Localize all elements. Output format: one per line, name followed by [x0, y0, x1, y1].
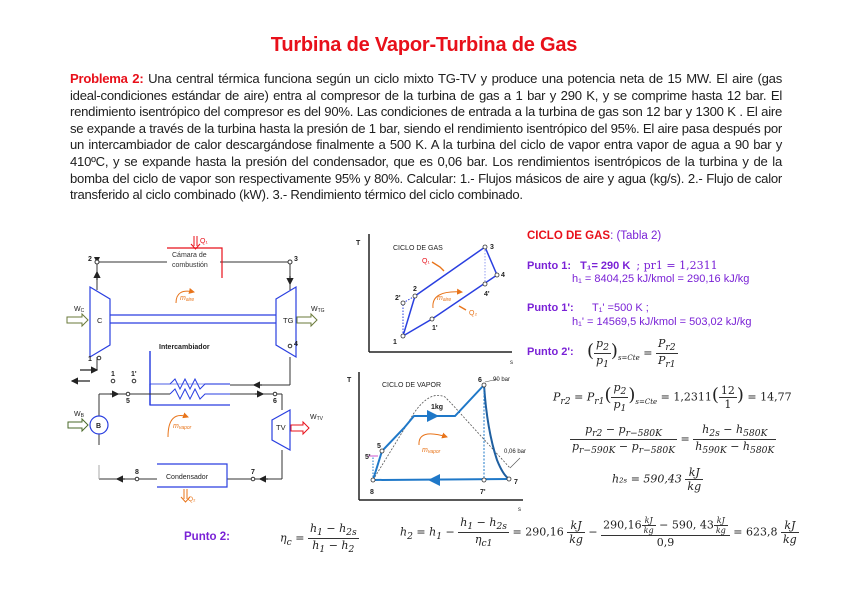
svg-text:1kg: 1kg [431, 404, 443, 411]
ts-vapor-diagram: T s CICLO DE VAPOR mvapor 1kg 90 bar 0,0… [347, 372, 526, 513]
point-1-label: 1 [88, 356, 92, 363]
pump-label: B [96, 423, 101, 430]
svg-text:1': 1' [432, 325, 438, 332]
punto-2p-label: Punto 2': [527, 346, 574, 358]
svg-text:6: 6 [478, 377, 482, 384]
wtv-arrow [290, 420, 310, 436]
combustion-chamber [167, 236, 223, 278]
svg-text:Q₁: Q₁ [422, 258, 430, 265]
m-aire-label: maire [180, 295, 194, 303]
point-8-label: 8 [135, 469, 139, 476]
page-title: Turbina de Vapor-Turbina de Gas [270, 34, 578, 56]
point-7-label: 7 [251, 469, 255, 476]
heat-exchanger [149, 351, 230, 406]
ts-gas-title: CICLO DE GAS [393, 245, 443, 252]
problem-statement: Problema 2: Una central térmica funciona… [70, 71, 782, 204]
point-1b-label: 1 [111, 371, 115, 378]
m-vapor-label: mvapor [173, 423, 192, 431]
gas-turbine-label: TG [283, 316, 294, 325]
chamber-label-1: Cámara de [172, 252, 207, 259]
steam-turbine-shape [271, 408, 291, 452]
svg-text:8: 8 [370, 489, 374, 496]
wc-arrow [66, 312, 89, 328]
svg-text:mvapor: mvapor [422, 447, 441, 455]
punto-2-label: Punto 2: [184, 531, 230, 543]
svg-text:2': 2' [395, 295, 401, 302]
svg-text:0,06 bar: 0,06 bar [504, 449, 526, 455]
svg-text:Q₂: Q₂ [469, 310, 477, 317]
compressor-label: C [97, 316, 103, 325]
point-1p-label: 1' [131, 371, 137, 378]
condenser [157, 463, 228, 488]
punto-1p-h: h₁' = 14569,5 kJ/kmol = 503,02 kJ/kg [572, 316, 752, 328]
point-4-label: 4 [294, 341, 298, 348]
svg-text:1: 1 [393, 339, 397, 346]
point-6-label: 6 [273, 398, 277, 405]
chamber-label-2: combustión [172, 262, 208, 269]
compressor-shape [89, 285, 111, 359]
plant-schematic: Cámara de combustión Q₁ C TG TV B Interc… [66, 236, 325, 503]
svg-text:5: 5 [377, 443, 381, 450]
pump-shape [89, 415, 109, 435]
wtg-label: WTG [311, 306, 325, 314]
wtv-label: WTV [310, 414, 324, 422]
condenser-label: Condensador [166, 474, 209, 481]
punto-1-h: h₁ = 8404,25 kJ/kmol = 290,16 kJ/kg [572, 273, 750, 285]
problem-label: Problema 2: [70, 71, 144, 86]
svg-text:5': 5' [365, 454, 371, 461]
svg-text:maire: maire [437, 295, 451, 303]
svg-text:T: T [347, 377, 352, 384]
svg-text:4': 4' [484, 291, 490, 298]
svg-text:90 bar: 90 bar [493, 377, 510, 383]
exchanger-label: Intercambiador [159, 344, 210, 351]
problem-text: Una central térmica funciona según un ci… [70, 71, 783, 203]
punto-1-line: Punto 1: T₁= 290 K ; pr1 = 1,2311 [527, 259, 718, 272]
svg-text:4: 4 [501, 272, 505, 279]
svg-text:3: 3 [490, 244, 494, 251]
svg-text:T: T [356, 240, 361, 247]
q1-label: Q₁ [200, 238, 208, 245]
svg-text:7: 7 [514, 479, 518, 486]
punto-1p-line: Punto 1': T₁' =500 K ; [527, 302, 649, 314]
steam-turbine-label: TV [276, 423, 286, 432]
svg-text:s: s [510, 360, 513, 366]
gas-turbine-shape [275, 285, 297, 359]
q2-label: Q₂ [188, 496, 196, 503]
wc-label: WC [74, 306, 85, 314]
ts-gas-diagram: T s CICLO DE GAS Q₁ Q₂ maire 1 2 2' 3 4 … [356, 234, 513, 366]
svg-text:7': 7' [480, 489, 486, 496]
gas-cycle-header: CICLO DE GAS: (Tabla 2) [527, 230, 662, 242]
svg-text:s: s [518, 507, 521, 513]
svg-text:2: 2 [413, 286, 417, 293]
point-3-label: 3 [294, 256, 298, 263]
wb-label: WB [74, 411, 85, 419]
point-5-label: 5 [126, 398, 130, 405]
point-2-label: 2 [88, 256, 92, 263]
ts-vapor-title: CICLO DE VAPOR [382, 382, 441, 389]
wtg-arrow [296, 312, 318, 328]
